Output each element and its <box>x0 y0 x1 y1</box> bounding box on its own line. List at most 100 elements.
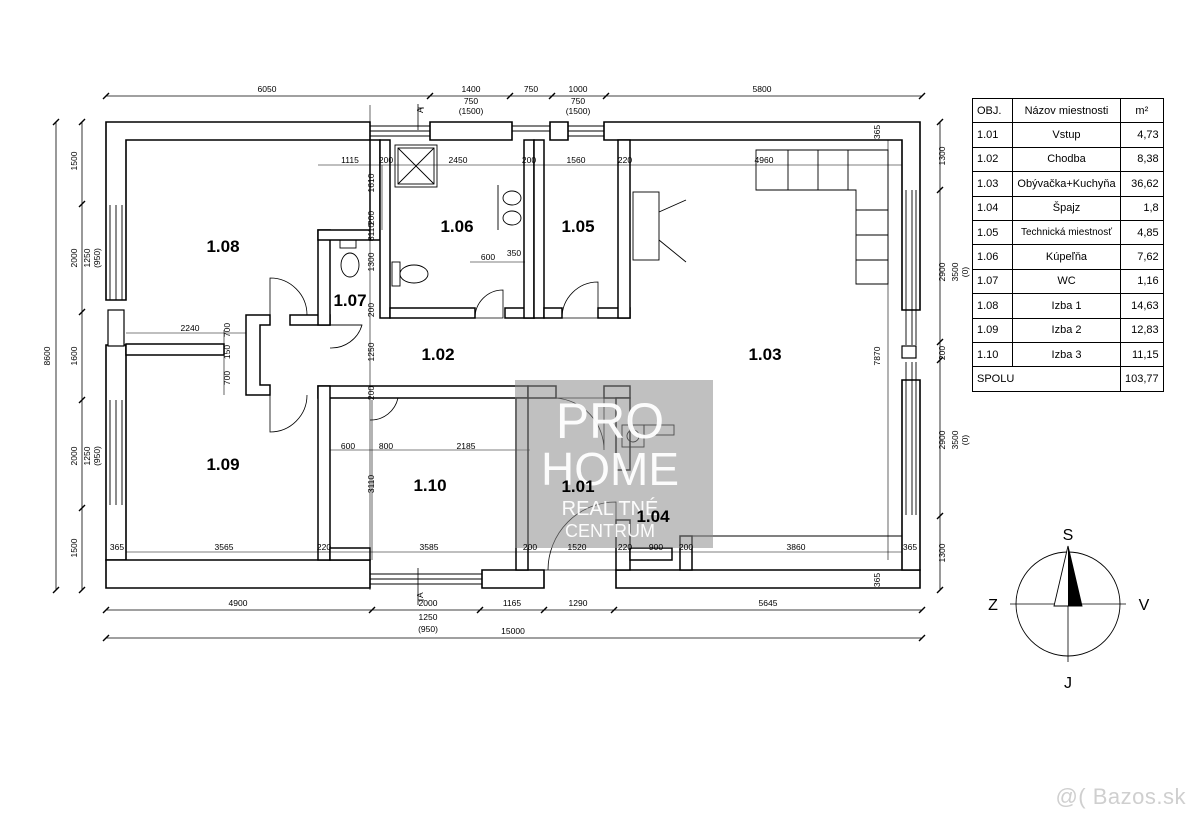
section-label-bottom: A <box>415 592 425 598</box>
room-id: 1.09 <box>972 317 1013 343</box>
dimension-label: 365 <box>110 542 124 552</box>
room-name: WC <box>1012 268 1121 295</box>
dimension-label: (1500) <box>566 106 591 116</box>
section-label-top: A <box>415 107 425 113</box>
total-area: 103,77 <box>1120 366 1164 392</box>
dimension-label: 200 <box>937 346 947 360</box>
table-header-row: OBJ. Názov miestnosti m² <box>972 97 1164 124</box>
room-label: 1.01 <box>561 477 594 496</box>
dimension-label: 1520 <box>568 542 587 552</box>
room-id: 1.05 <box>972 219 1013 246</box>
dimension-label: (950) <box>92 248 102 268</box>
room-label: 1.06 <box>440 217 473 236</box>
dimension-label: 800 <box>379 441 393 451</box>
header-area: m² <box>1120 97 1164 124</box>
dimension-label: 1290 <box>569 598 588 608</box>
dimension-label: 2450 <box>449 155 468 165</box>
compass: S J Z V <box>988 527 1150 692</box>
dimension-label: 2185 <box>457 441 476 451</box>
brand-watermark: @( Bazos.sk <box>1055 784 1186 809</box>
dimension-label: (1500) <box>459 106 484 116</box>
dimension-label: 2900 <box>937 262 947 281</box>
room-label: 1.05 <box>561 217 594 236</box>
bathroom-fixtures <box>339 144 522 287</box>
dimension-label: 2900 <box>937 430 947 449</box>
room-name: Izba 2 <box>1012 317 1121 343</box>
dimension-lines <box>52 92 944 642</box>
watermark: PRO HOME REAL TNÉ CENTRUM <box>515 380 713 548</box>
room-label: 1.04 <box>636 507 670 526</box>
dimension-label: (950) <box>418 624 438 634</box>
dimension-label: 365 <box>903 542 917 552</box>
internal-dimension-lines <box>126 105 902 590</box>
dimension-label: 3500 <box>950 430 960 449</box>
room-id: 1.01 <box>972 122 1013 148</box>
dimension-label: 1250 <box>82 446 92 465</box>
room-name: Izba 3 <box>1012 341 1121 368</box>
room-id: 1.10 <box>972 341 1013 368</box>
dimension-label: 3110 <box>366 223 376 242</box>
room-area: 14,63 <box>1120 293 1164 319</box>
room-label: 1.02 <box>421 345 454 364</box>
dimension-label: 3860 <box>787 542 806 552</box>
dimension-label: 3500 <box>950 262 960 281</box>
dimension-label: 200 <box>679 542 693 552</box>
dimension-label: 1500 <box>69 151 79 170</box>
room-name: Obývačka+Kuchyňa <box>1012 171 1121 197</box>
dimension-label: 3565 <box>215 542 234 552</box>
dimension-label: 1300 <box>937 543 947 562</box>
total-label: SPOLU <box>972 366 1121 392</box>
room-area: 7,62 <box>1120 244 1164 270</box>
dimension-label: 200 <box>366 211 376 225</box>
room-id: 1.06 <box>972 244 1013 270</box>
dimension-label: 1500 <box>69 538 79 557</box>
dimension-label: 1300 <box>937 146 947 165</box>
dimension-label: 200 <box>366 303 376 317</box>
dimension-label: 5645 <box>759 598 778 608</box>
room-name: Chodba <box>1012 146 1121 173</box>
dimension-label: 600 <box>341 441 355 451</box>
dimension-label: 1600 <box>69 346 79 365</box>
dimension-label: 1000 <box>569 84 588 94</box>
dimension-label: 600 <box>481 252 495 262</box>
room-label: 1.07 <box>333 291 366 310</box>
room-area: 8,38 <box>1120 146 1164 173</box>
dimension-label: 1250 <box>366 342 376 361</box>
room-label: 1.09 <box>206 455 239 474</box>
dimension-label: 2240 <box>181 323 200 333</box>
dimension-label: 365 <box>872 573 882 587</box>
dimension-label: 6050 <box>258 84 277 94</box>
room-label: 1.10 <box>413 476 446 495</box>
watermark-line-1: PRO <box>556 393 664 449</box>
dimension-label: 1250 <box>82 248 92 267</box>
compass-east-label: V <box>1139 597 1150 614</box>
dimension-label: 2000 <box>69 446 79 465</box>
watermark-line-4: CENTRUM <box>565 521 655 541</box>
dimension-label: 7870 <box>872 346 882 365</box>
room-name: Špajz <box>1012 195 1121 221</box>
header-obj: OBJ. <box>972 97 1013 124</box>
dimension-label: 1250 <box>419 612 438 622</box>
dimension-label: 2000 <box>419 598 438 608</box>
room-id: 1.03 <box>972 171 1013 197</box>
dimension-label: 200 <box>522 155 536 165</box>
watermark-line-2: HOME <box>541 443 679 495</box>
room-name: Vstup <box>1012 122 1121 148</box>
table-total-row: SPOLU 103,77 <box>972 366 1164 392</box>
room-id: 1.07 <box>972 268 1013 295</box>
room-label: 1.08 <box>206 237 239 256</box>
dimension-label: (950) <box>92 446 102 466</box>
dimension-label: 900 <box>649 542 663 552</box>
